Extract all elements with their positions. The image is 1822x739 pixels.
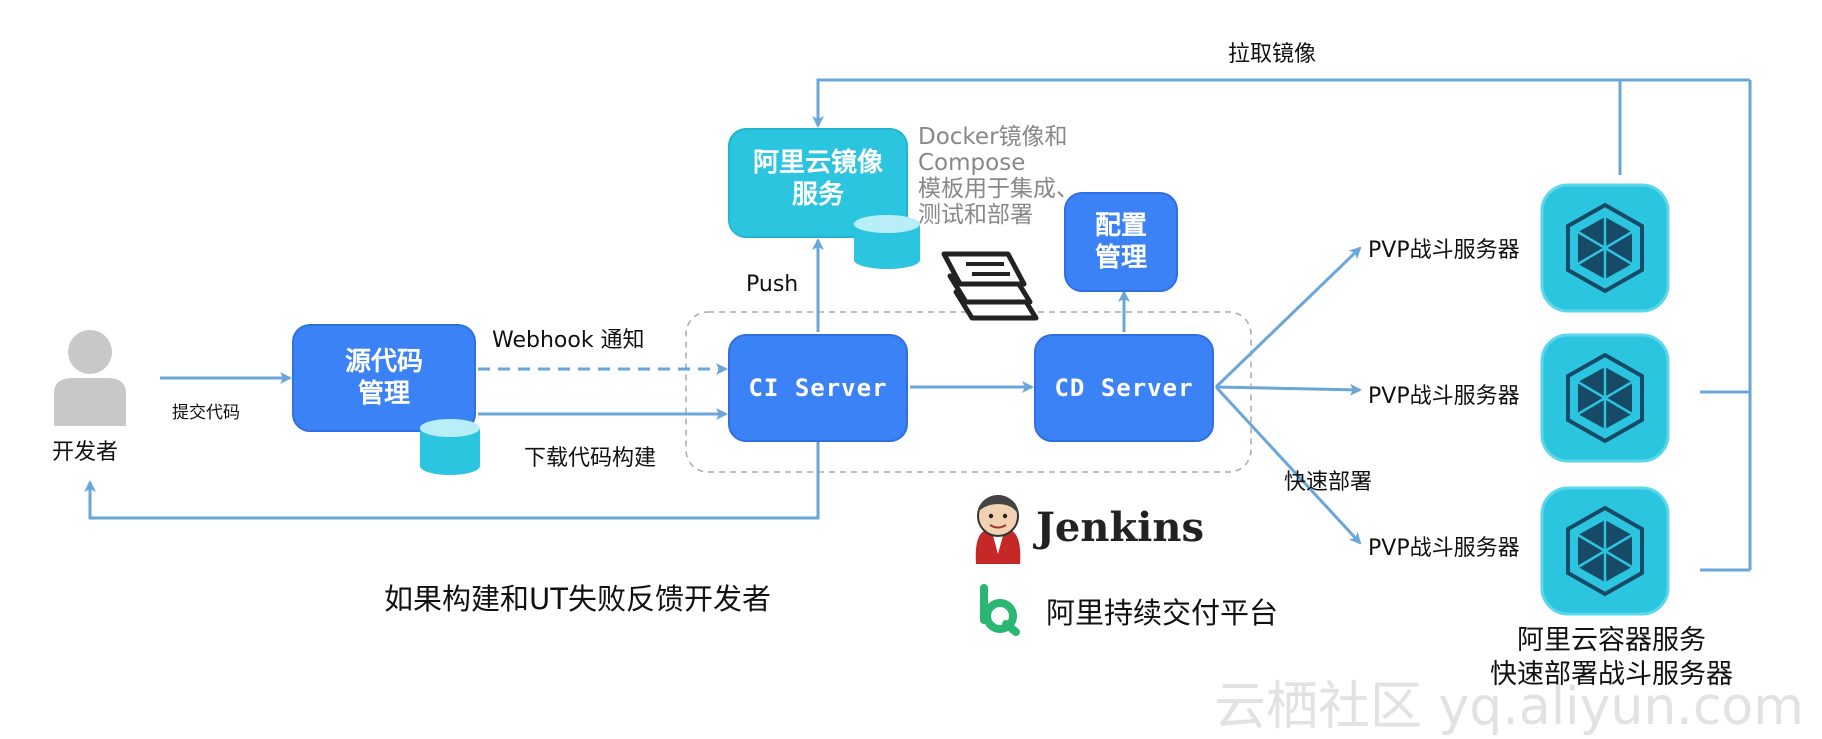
pvp-server-label-2: PVP战斗服务器: [1368, 384, 1520, 409]
database-icon: [420, 419, 480, 475]
config-line1: 配置: [1094, 211, 1147, 241]
document-stack-icon: [941, 251, 1039, 321]
source-code-box[interactable]: 源代码 管理: [292, 324, 476, 432]
watermark: 云栖社区 yq.aliyun.com: [1214, 677, 1804, 737]
docker-note-line1: Docker镜像和: [918, 124, 1068, 150]
pvp-server-label-3: PVP战斗服务器: [1368, 536, 1520, 561]
container-cube-icon: [1540, 183, 1670, 313]
developer-icon: [54, 330, 126, 426]
docker-note: Docker镜像和 Compose 模板用于集成、 测试和部署: [918, 124, 1088, 228]
arrow-deploy-3: [1214, 385, 1362, 545]
cd-server-box[interactable]: CD Server: [1034, 334, 1214, 442]
pvp-server-label-1: PVP战斗服务器: [1368, 238, 1520, 263]
download-build-label: 下载代码构建: [524, 446, 657, 471]
aliyun-cd-logo-icon: [980, 584, 1020, 636]
webhook-label: Webhook 通知: [492, 328, 645, 353]
source-code-line1: 源代码: [344, 347, 423, 377]
fast-deploy-label: 快速部署: [1284, 470, 1373, 495]
aliyun-cd-label: 阿里持续交付平台: [1046, 596, 1279, 630]
ci-server-label: CI Server: [748, 374, 888, 402]
registry-line1: 阿里云镜像: [752, 148, 883, 178]
arrow-deploy-2: [1215, 383, 1362, 396]
arrow-feedback: [84, 442, 820, 520]
docker-note-line3: 模板用于集成、: [918, 176, 1079, 202]
ci-server-box[interactable]: CI Server: [728, 334, 908, 442]
feedback-label: 如果构建和UT失败反馈开发者: [384, 582, 771, 616]
config-box[interactable]: 配置 管理: [1064, 192, 1178, 292]
arrow-deploy-1: [1214, 246, 1362, 389]
jenkins-label: Jenkins: [1036, 504, 1204, 551]
cd-server-label: CD Server: [1054, 374, 1194, 402]
arrow-pull-image: [812, 78, 1622, 175]
container-service-caption: 阿里云容器服务 快速部署战斗服务器: [1490, 624, 1733, 692]
commit-label: 提交代码: [172, 403, 240, 423]
jenkins-logo-icon: [975, 495, 1021, 564]
container-service-line1: 阿里云容器服务: [1517, 625, 1706, 656]
database-icon: [854, 215, 920, 269]
push-label: Push: [746, 272, 799, 297]
registry-box[interactable]: 阿里云镜像 服务: [728, 128, 908, 238]
container-service-line2: 快速部署战斗服务器: [1490, 659, 1733, 690]
docker-note-line4: 测试和部署: [918, 202, 1033, 228]
pull-image-label: 拉取镜像: [1228, 42, 1317, 67]
container-cube-icon: [1540, 333, 1670, 463]
developer-label: 开发者: [52, 440, 119, 465]
container-cube-icon: [1540, 486, 1670, 616]
docker-note-line2: Compose: [918, 150, 1026, 176]
registry-line2: 服务: [791, 180, 844, 210]
source-code-line2: 管理: [357, 379, 410, 409]
config-line2: 管理: [1094, 243, 1147, 273]
